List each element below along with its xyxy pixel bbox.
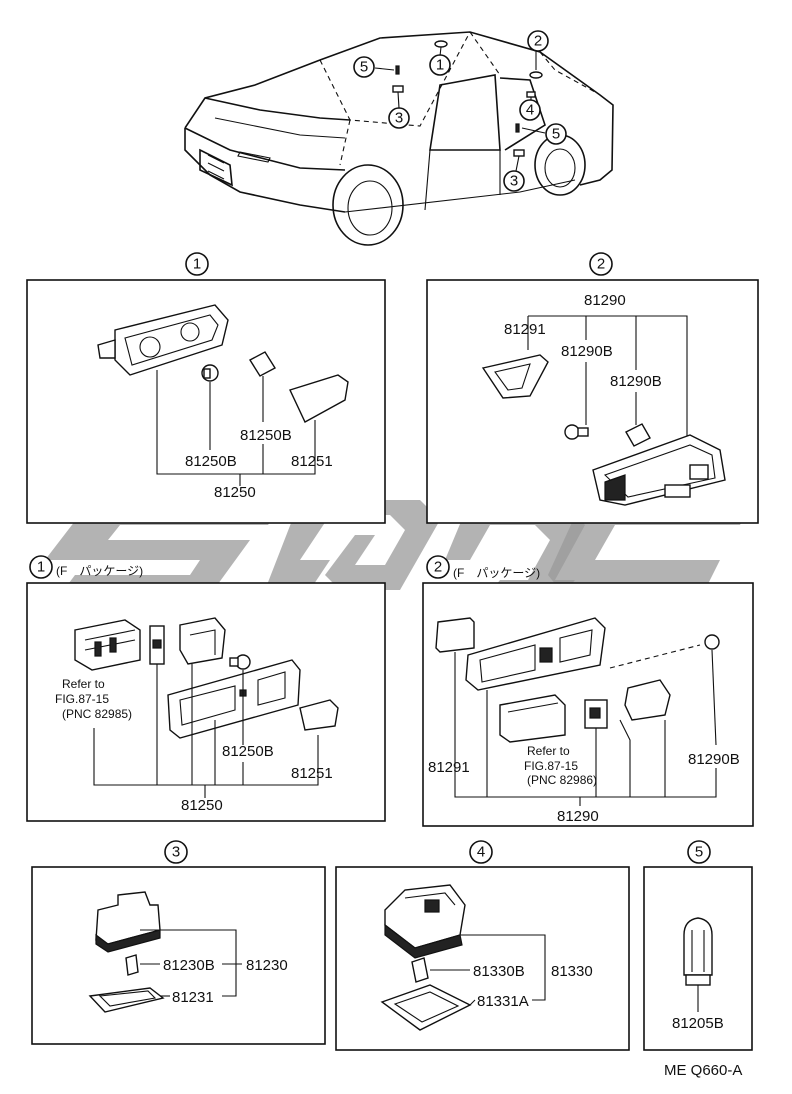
part-number: 81291 [428,759,470,776]
panel-number: 1 [193,256,201,273]
car-callout-4: 4 [519,99,541,121]
part-number: 81251 [291,765,333,782]
panel-1-f-package: 1 (F パッケージ) Refer to FIG.87-15 (PNC 8298… [26,555,386,822]
panel-number: 2 [597,256,605,273]
figure-code: ME Q660-A [664,1062,742,1079]
part-number: 81291 [504,321,546,338]
panel-number: 2 [434,559,442,576]
part-number: 81250B [222,743,274,760]
part-number: 81331A [477,993,529,1010]
package-label: (F パッケージ) [453,566,540,580]
car-callout-5: 5 [353,56,375,78]
part-number: 81290 [557,808,599,825]
part-number: 81290B [610,373,662,390]
part-number: 81205B [672,1015,724,1032]
car-callout-1: 1 [429,54,451,76]
panel-4: 4 81330B 81330 81331A [335,840,630,1051]
panel-number: 1 [37,559,45,576]
part-number: 81250 [214,484,256,501]
part-number: 81250B [240,427,292,444]
panel-1: 1 81250B 81250B 81251 81250 [26,252,386,524]
panel-number: 5 [695,844,703,861]
car-callout-label: 3 [395,110,403,127]
refer-text: (PNC 82986) [527,773,597,787]
part-number: 81330 [551,963,593,980]
part-number: 81290B [688,751,740,768]
part-number: 81251 [291,453,333,470]
panel-number: 4 [477,844,485,861]
refer-text: Refer to [62,677,105,691]
part-number: 81250B [185,453,237,470]
refer-text: (PNC 82985) [62,707,132,721]
car-callout-label: 1 [436,57,444,74]
car-callout-label: 2 [534,33,542,50]
car-callout-label: 4 [526,102,534,119]
car-callout-3b: 3 [503,170,525,192]
part-number: 81230 [246,957,288,974]
panel-number: 3 [172,844,180,861]
panel-5: 5 81205B [643,840,753,1051]
car-callout-label: 3 [510,173,518,190]
car-callout-3: 3 [388,107,410,129]
panel-2: 2 81290 81291 81290B 81290B [426,252,759,524]
package-label: (F パッケージ) [56,564,143,578]
part-number: 81230B [163,957,215,974]
refer-text: Refer to [527,744,570,758]
car-callout-label: 5 [360,59,368,76]
part-number: 81290B [561,343,613,360]
part-number: 81250 [181,797,223,814]
car-callout-label: 5 [552,126,560,143]
panel-2-f-package: 2 (F パッケージ) Refer to FIG.87-15 (PNC 8298… [422,555,754,827]
part-number: 81231 [172,989,214,1006]
panel-3: 3 81230B 81230 81231 [31,840,326,1045]
refer-text: FIG.87-15 [524,759,578,773]
part-number: 81330B [473,963,525,980]
car-callout-2: 2 [527,30,549,52]
car-callout-5b: 5 [545,123,567,145]
refer-text: FIG.87-15 [55,692,109,706]
part-number: 81290 [584,292,626,309]
